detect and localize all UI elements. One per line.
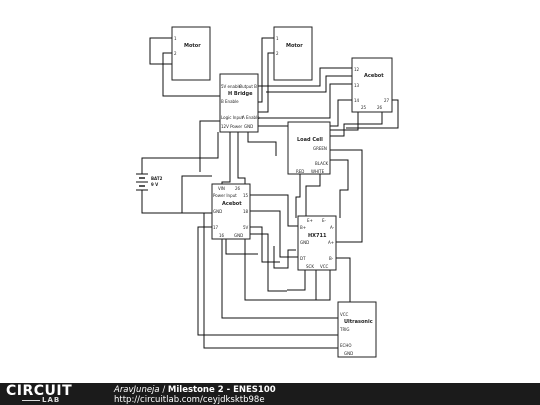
ultrasonic-pin-gnd: GND [344, 351, 353, 356]
acebot-main-body [211, 183, 251, 240]
hx711-label-e-minus: E- [322, 218, 327, 223]
h-bridge-label-12v-power: 12V Power [221, 124, 243, 129]
battery-value: 9 V [151, 182, 159, 187]
project-title: Milestone 2 - ENES100 [167, 385, 276, 395]
motor-right[interactable]: Motor 1 2 [273, 26, 313, 81]
motor-right-body [273, 26, 313, 81]
acebot-right-body [351, 57, 393, 113]
motor-right-pin-1: 1 [276, 36, 279, 41]
hx711[interactable]: E+ E- B+ A- HX711 GND A+ DT B- SCK VCC [297, 215, 337, 271]
acebot-main-title: Acebot [222, 201, 242, 207]
h-bridge-label-5v-enable: 5V enable [221, 84, 242, 89]
byline: AravJuneja / Milestone 2 - ENES100 [114, 385, 276, 395]
battery-title: BAT2 [151, 176, 163, 181]
motor-left-pin-2: 2 [174, 51, 177, 56]
hx711-label-e-plus: E+ [307, 218, 313, 223]
wires [141, 37, 399, 349]
acebot-main-label-15: 15 [243, 193, 249, 198]
hx711-label-a-plus: A+ [328, 240, 334, 245]
load-cell-pin-white: WHITE [311, 169, 325, 174]
battery-bat2[interactable]: BAT2 9 V [136, 169, 163, 196]
acebot-right-pin-12: 12 [354, 67, 360, 72]
h-bridge-label-output-b: Output B [239, 84, 257, 89]
hx711-label-sck: SCK [306, 264, 314, 269]
circuit-schematic: Motor 1 2 Motor 1 2 5V enable Output B H… [136, 26, 399, 358]
logo-sub: LAB [22, 396, 60, 404]
acebot-right-title: Acebot [364, 73, 384, 79]
acebot-main-label-gnd: GND [213, 209, 222, 214]
load-cell-pin-green: GREEN [313, 146, 327, 151]
ultrasonic-body [337, 301, 377, 358]
load-cell-body [287, 121, 331, 175]
hx711-label-b-plus: B+ [300, 225, 306, 230]
ultrasonic-pin-trig: TRIG [339, 327, 350, 332]
hx711-label-gnd: GND [300, 240, 309, 245]
project-url[interactable]: http://circuitlab.com/ceyjdksktb98e [114, 395, 265, 405]
h-bridge[interactable]: 5V enable Output B H Bridge B Enable Log… [219, 73, 260, 133]
acebot-main-label-16: 16 [219, 233, 225, 238]
h-bridge-title: H Bridge [228, 91, 253, 97]
hx711-body [297, 215, 337, 271]
acebot-right-pin-26: 26 [377, 105, 383, 110]
load-cell[interactable]: Load Cell GREEN BLACK RED WHITE [287, 121, 331, 175]
ultrasonic-pin-vcc: VCC [340, 312, 349, 317]
acebot-main-label-26: 26 [235, 186, 241, 191]
motor-left-body [171, 26, 211, 81]
motor-right-title: Motor [286, 43, 303, 49]
load-cell-pin-red: RED [296, 169, 304, 174]
ultrasonic-sensor[interactable]: Ultrasonic VCC TRIG ECHO GND [337, 301, 377, 358]
circuitlab-logo[interactable]: CIRCUIT [6, 384, 72, 398]
ultrasonic-title: Ultrasonic [344, 319, 373, 325]
hx711-label-a-minus: A- [330, 225, 335, 230]
hx711-title: HX711 [308, 233, 327, 239]
acebot-right-pin-13: 13 [354, 83, 360, 88]
acebot-main-label-5v: 5V [243, 225, 249, 230]
byline-separator: / [162, 385, 166, 395]
h-bridge-label-gnd: GND [244, 124, 253, 129]
logo-main-text: CIRCUIT [6, 383, 73, 399]
acebot-main-label-vin: VIN [218, 186, 225, 191]
h-bridge-label-a-enable: A Enable [242, 115, 260, 120]
motor-left-title: Motor [184, 43, 201, 49]
hx711-label-dt: DT [300, 256, 306, 261]
acebot-main-label-power-input: Power Input [213, 193, 237, 198]
h-bridge-label-logic-input: Logic Input [221, 115, 244, 120]
acebot-right[interactable]: Acebot 12 13 14 25 26 27 [351, 57, 393, 113]
load-cell-pin-black: BLACK [315, 161, 329, 166]
logo-sub-text: LAB [42, 396, 61, 404]
acebot-main-label-gnd-bottom: GND [234, 233, 243, 238]
acebot-main-label-17: 17 [213, 225, 219, 230]
motor-left-pin-1: 1 [174, 36, 177, 41]
acebot-main-label-18: 18 [243, 209, 249, 214]
footer-bar: CIRCUIT LAB AravJuneja / Milestone 2 - E… [0, 383, 540, 405]
load-cell-title: Load Cell [297, 137, 323, 143]
author-link[interactable]: AravJuneja [114, 385, 160, 395]
acebot-right-pin-27: 27 [384, 98, 390, 103]
hx711-label-b-minus: B- [329, 256, 334, 261]
ultrasonic-pin-echo: ECHO [340, 343, 351, 348]
hx711-label-vcc: VCC [320, 264, 329, 269]
acebot-right-pin-25: 25 [361, 105, 367, 110]
h-bridge-label-b-enable: B Enable [221, 99, 239, 104]
acebot-right-pin-14: 14 [354, 98, 360, 103]
acebot-main[interactable]: VIN 26 Power Input 15 Acebot GND 18 17 5… [211, 183, 251, 240]
motor-left[interactable]: Motor 1 2 [171, 26, 211, 81]
logo-resistor-icon [22, 399, 40, 401]
h-bridge-body [219, 73, 259, 133]
motor-right-pin-2: 2 [276, 51, 279, 56]
